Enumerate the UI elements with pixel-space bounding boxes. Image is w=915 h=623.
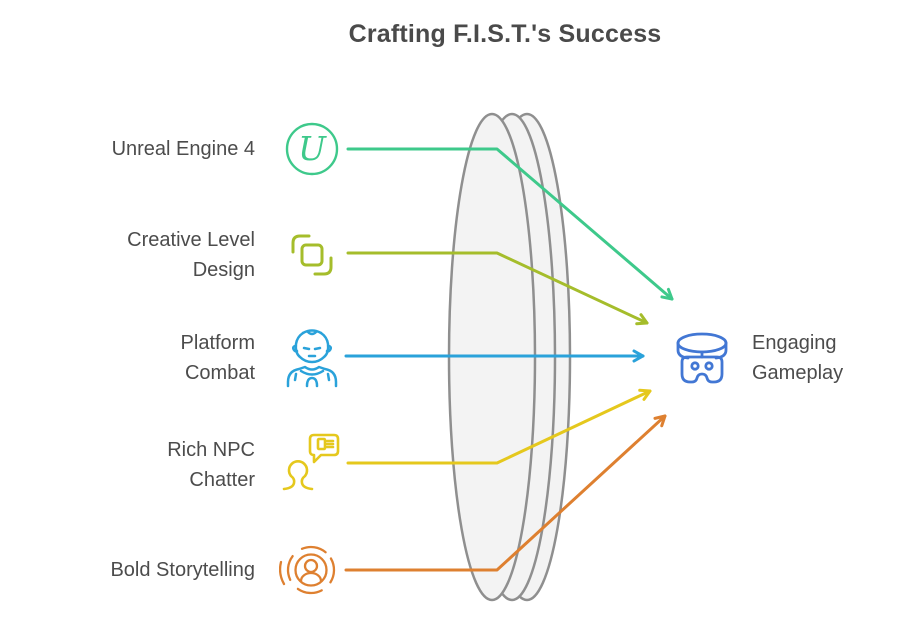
connector-creative-level-design <box>346 251 649 326</box>
label-rich-npc-chatter: Rich NPC Chatter <box>55 433 255 497</box>
label-unreal-engine-4: Unreal Engine 4 <box>55 117 255 181</box>
label-line: Rich NPC <box>167 439 255 461</box>
label-line: Platform <box>180 332 255 354</box>
label-line: Chatter <box>189 469 255 491</box>
label-line: Unreal Engine 4 <box>111 138 255 160</box>
connector-bold-storytelling <box>344 414 667 572</box>
unreal-u-glyph: U <box>298 129 327 168</box>
unreal-engine-logo-icon: U <box>285 122 339 176</box>
connector-unreal-engine <box>346 147 674 301</box>
fighter-bust-icon <box>286 329 338 388</box>
label-line: Creative Level <box>127 229 255 251</box>
label-line: Combat <box>184 362 255 384</box>
label-line: Engaging <box>752 332 837 354</box>
vr-headset-gamepad-icon <box>676 332 728 384</box>
label-bold-storytelling: Bold Storytelling <box>55 538 255 602</box>
page-title: Crafting F.I.S.T.'s Success <box>348 20 662 48</box>
label-line: Gameplay <box>752 362 844 384</box>
label-line: Design <box>192 259 255 281</box>
person-speech-bubble-icon <box>282 433 340 491</box>
layered-squares-icon <box>291 234 333 276</box>
connector-rich-npc-chatter <box>346 388 652 465</box>
storyteller-focus-icon <box>279 545 336 595</box>
label-line: Bold Storytelling <box>110 559 255 581</box>
